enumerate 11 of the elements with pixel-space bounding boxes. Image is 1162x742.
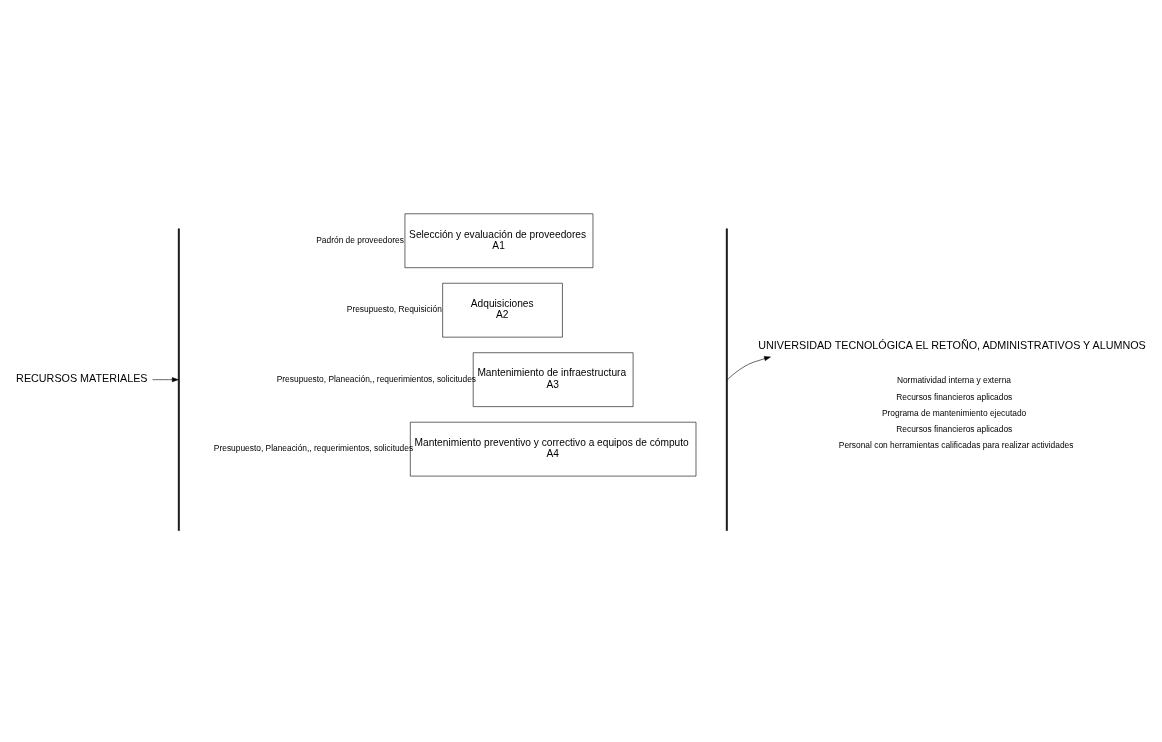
node-text: UNIVERSIDAD TECNOLÓGICA EL RETOÑO, ADMINISTRATIVOS Y ALUMNOS bbox=[758, 338, 1146, 351]
node-text: RECURSOS MATERIALES bbox=[16, 372, 148, 385]
node-label: Presupuesto, Planeación,, requerimientos, solicitudes bbox=[276, 373, 477, 384]
node-label: Padrón de proveedores bbox=[316, 234, 404, 245]
label: Normatividad interna y externa bbox=[896, 375, 1011, 386]
node-label: Presupuesto, Planeación,, requerimientos, solicitudes bbox=[213, 443, 414, 454]
label: Recursos financieros aplicados bbox=[896, 423, 1013, 434]
node-label: Presupuesto, Requisición bbox=[346, 304, 442, 315]
label: Recursos financieros aplicados bbox=[896, 391, 1013, 402]
label: Programa de mantenimiento ejecutado bbox=[881, 407, 1027, 418]
label: Personal con herramientas calificadas para realizar actividades bbox=[838, 440, 1074, 451]
